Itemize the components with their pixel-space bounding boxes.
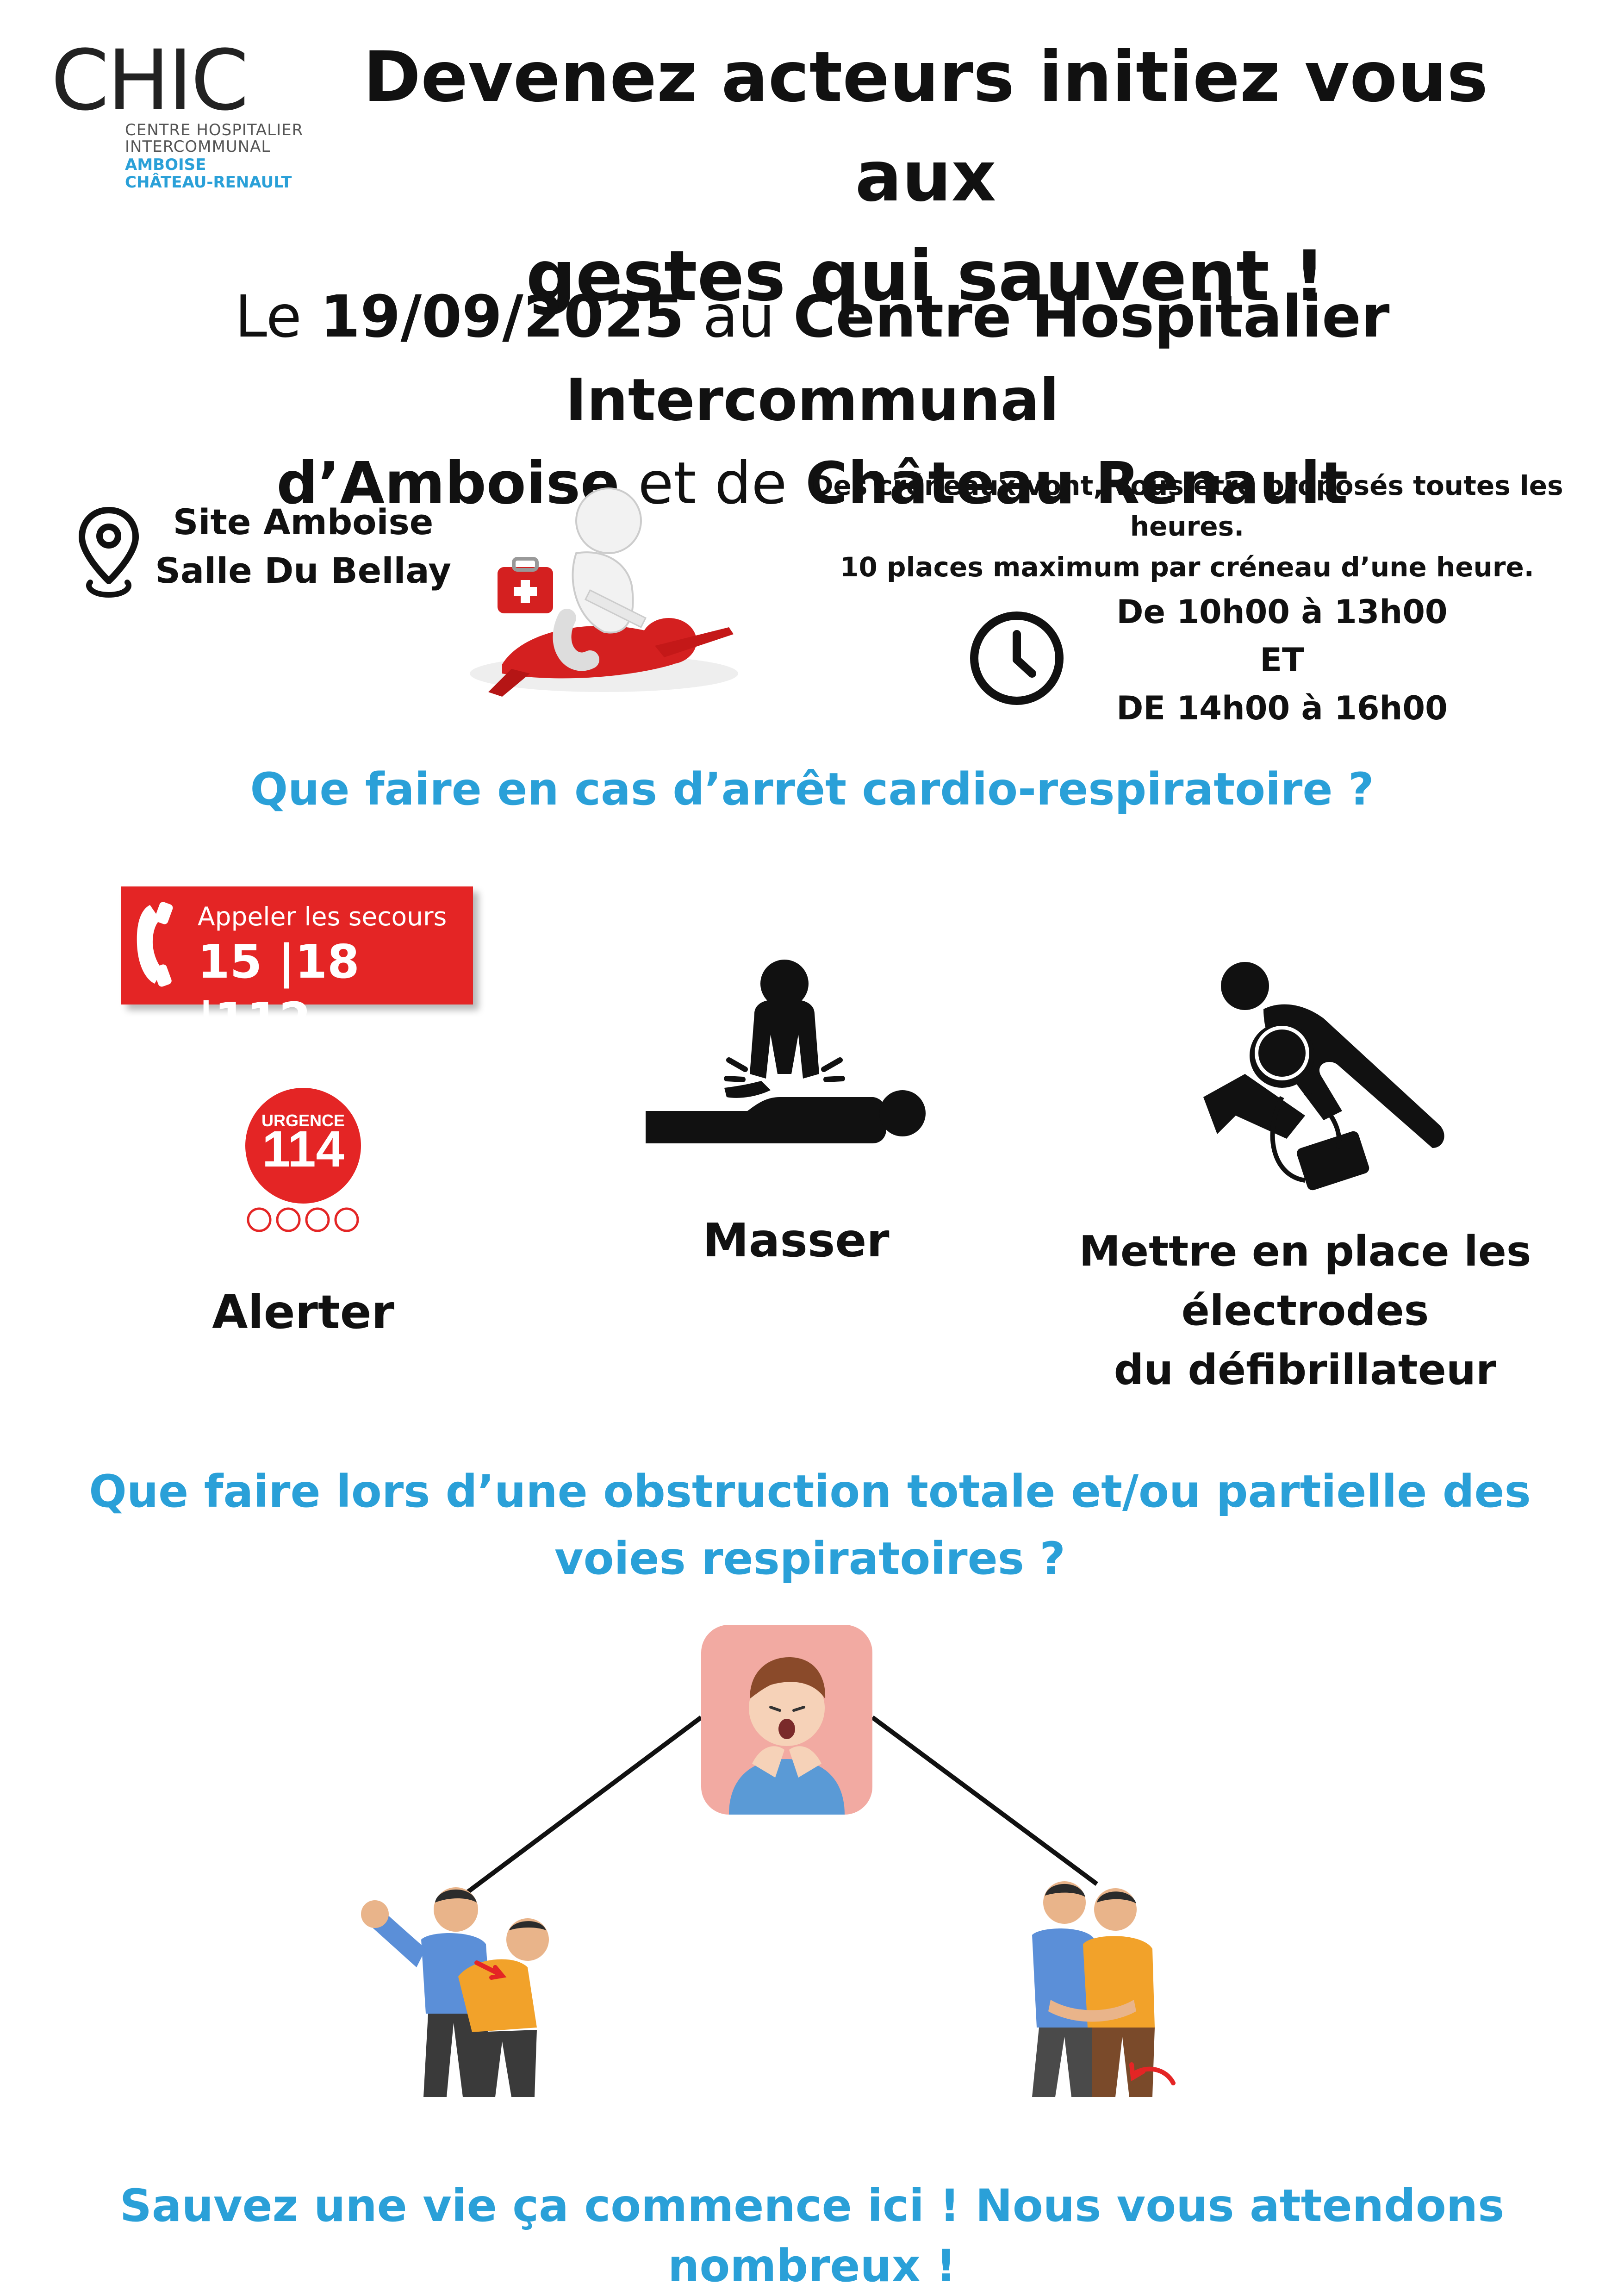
defibrillator-icon xyxy=(1203,962,1444,1191)
footer-slogan: Sauvez une vie ça commence ici ! Nous vo… xyxy=(119,2180,1505,2292)
location-block: Site Amboise Salle Du Bellay xyxy=(153,498,454,595)
urgence-114-logo: URGENCE 114 xyxy=(245,1088,361,1232)
step-alert: Alerter xyxy=(212,1285,394,1339)
logo-line-3: AMBOISE xyxy=(125,156,206,174)
urgence-number: 114 xyxy=(262,1121,344,1178)
aed-line-2: électrodes xyxy=(1181,1286,1429,1335)
cpr-icon xyxy=(646,960,926,1143)
call-numbers: 15 |18 |112 xyxy=(198,935,360,1047)
hospital-logo: CHIC CENTRE HOSPITALIER INTERCOMMUNAL AM… xyxy=(51,39,310,201)
aed-line-1: Mettre en place les xyxy=(1079,1227,1531,1276)
dateline-le: Le xyxy=(235,283,320,350)
choking-question-line-1: Que faire lors d’une obstruction totale … xyxy=(89,1466,1531,1517)
choking-person-illustration xyxy=(701,1625,872,1815)
logo-line-1: CENTRE HOSPITALIER xyxy=(125,121,304,139)
clock-icon xyxy=(970,611,1064,705)
logo-line-2: INTERCOMMUNAL xyxy=(125,137,271,156)
event-place-3: Château Renault xyxy=(805,450,1348,517)
emergency-numbers-badge: Appeler les secours 15 |18 |112 xyxy=(121,886,473,1047)
choking-question-line-2: voies respiratoires ? xyxy=(554,1533,1065,1585)
aed-line-3: du défibrillateur xyxy=(1114,1346,1497,1394)
urgence-label: URGENCE xyxy=(261,1111,345,1130)
abdominal-thrusts-illustration xyxy=(1032,1881,1176,2097)
page-title: Devenez acteurs initiez vous aux gestes … xyxy=(296,28,1555,326)
phone-icon xyxy=(137,902,173,987)
slots-line-1: Des créneaux vont, vous être proposés to… xyxy=(811,470,1563,542)
event-place-1: Centre Hospitalier Intercommunal xyxy=(565,283,1390,434)
location-pin-icon xyxy=(79,507,139,598)
title-line-1: Devenez acteurs initiez vous aux xyxy=(363,37,1488,217)
dateline-au: au xyxy=(684,283,793,350)
location-room: Salle Du Bellay xyxy=(155,550,451,591)
event-date: 19/09/2025 xyxy=(320,283,684,350)
first-aid-illustration xyxy=(470,487,738,697)
choking-question: Que faire lors d’une obstruction totale … xyxy=(69,1458,1550,1592)
hours-and: ET xyxy=(1260,641,1304,679)
opening-hours: De 10h00 à 13h00 ET DE 14h00 à 16h00 xyxy=(1097,588,1467,732)
location-site: Site Amboise xyxy=(173,501,434,543)
hours-morning: De 10h00 à 13h00 xyxy=(1116,593,1448,631)
title-line-2: gestes qui sauvent ! xyxy=(526,236,1325,317)
step-massage: Masser xyxy=(703,1213,890,1267)
step-defibrillator: Mettre en place les électrodes du défibr… xyxy=(1078,1222,1532,1400)
logo-letters: CHIC xyxy=(51,32,249,129)
connector-lines xyxy=(452,1715,1098,1905)
event-dateline: Le 19/09/2025 au Centre Hospitalier Inte… xyxy=(28,275,1597,525)
cardiac-arrest-question: Que faire en cas d’arrêt cardio-respirat… xyxy=(250,763,1374,815)
back-blows-illustration xyxy=(361,1887,549,2097)
dateline-et-de: et de xyxy=(619,450,806,517)
slots-info: Des créneaux vont, vous être proposés to… xyxy=(766,465,1608,587)
logo-line-4: CHÂTEAU-RENAULT xyxy=(125,173,292,192)
event-place-2: d’Amboise xyxy=(276,450,620,517)
call-label: Appeler les secours xyxy=(198,902,447,931)
hours-afternoon: DE 14h00 à 16h00 xyxy=(1116,689,1448,727)
slots-line-2: 10 places maximum par créneau d’une heur… xyxy=(840,551,1534,583)
